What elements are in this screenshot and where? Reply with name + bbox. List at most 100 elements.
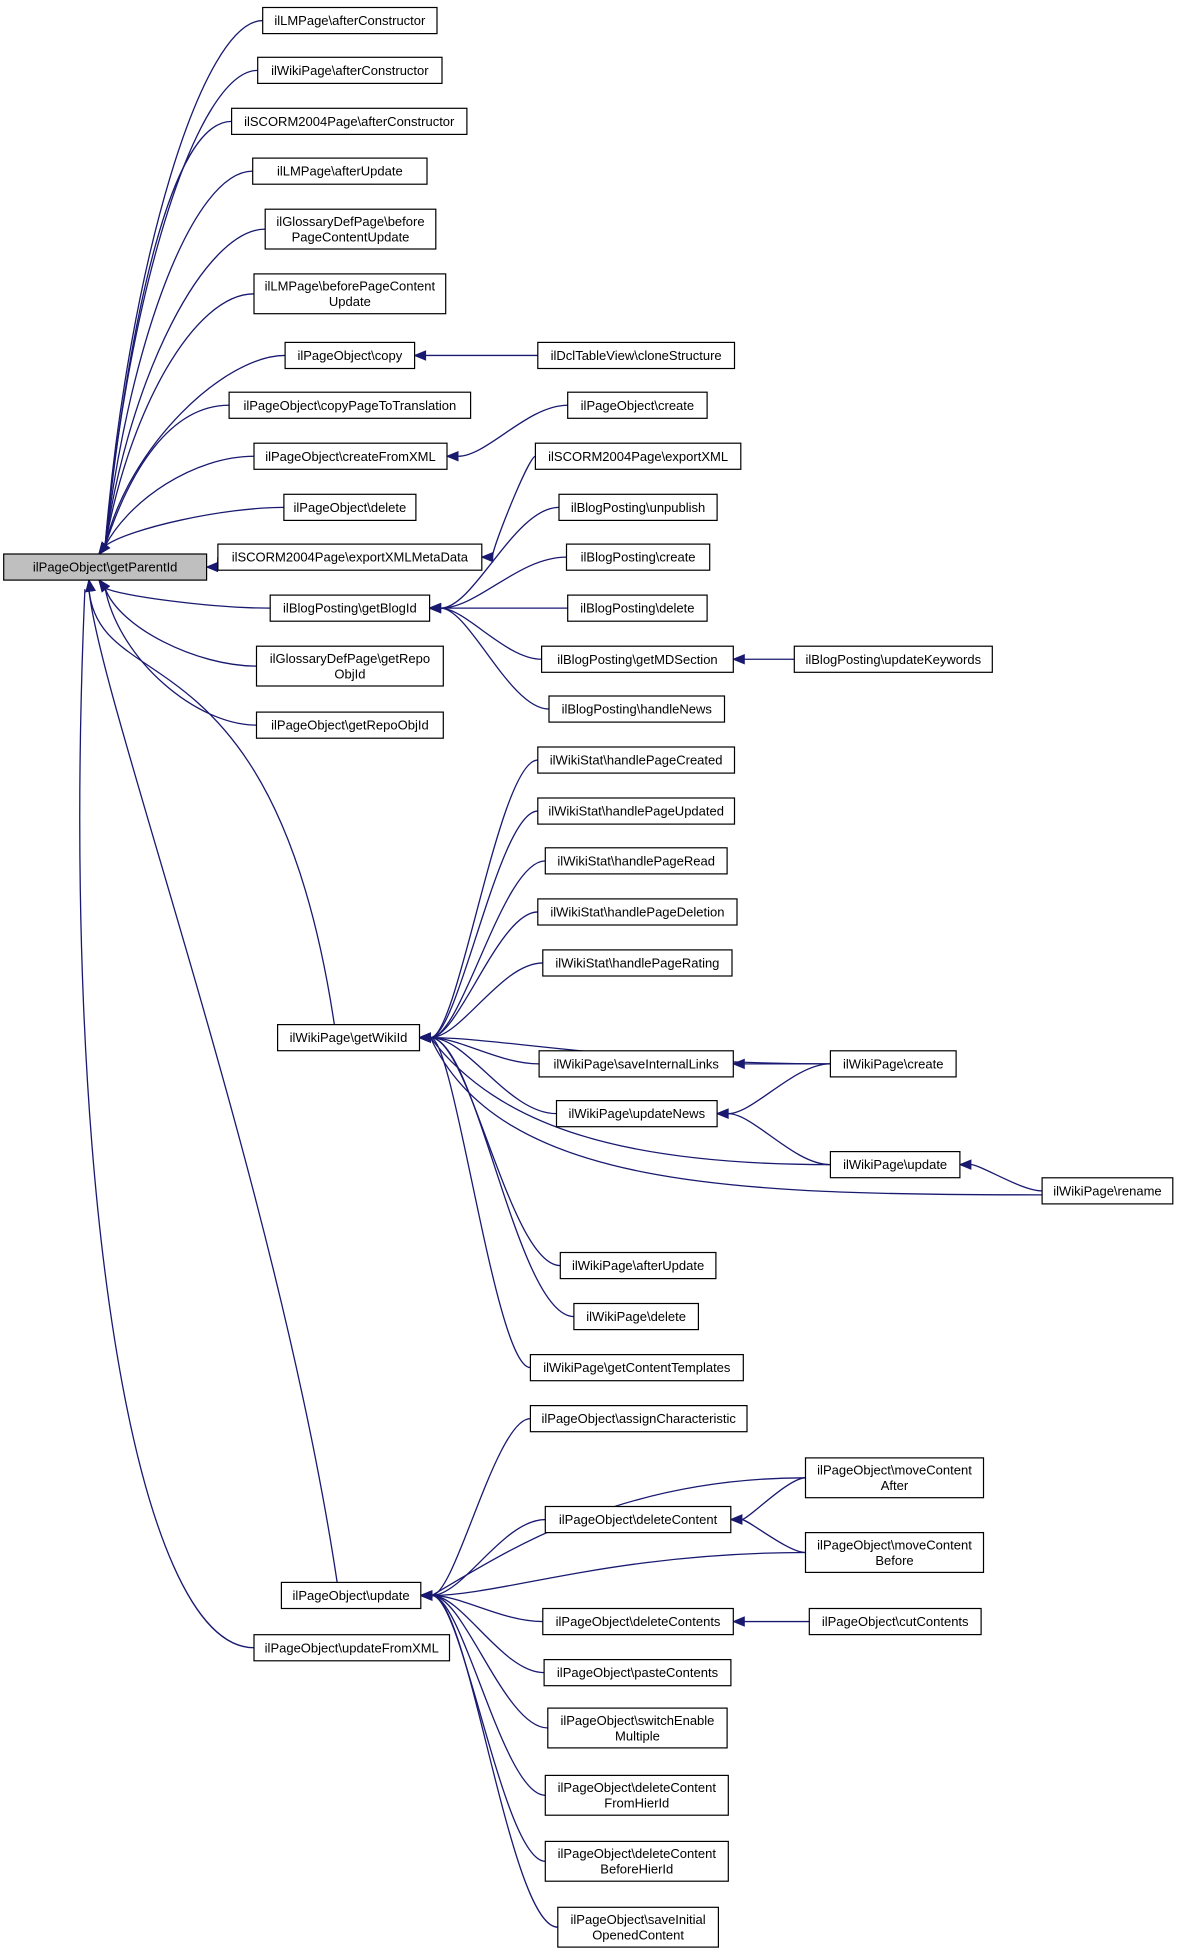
node-scorm_exportMeta[interactable]: ilSCORM2004Page\exportXMLMetaData (217, 543, 483, 571)
node-scorm_afterConstructor[interactable]: ilSCORM2004Page\afterConstructor (231, 107, 468, 136)
node-box (555, 1099, 718, 1128)
node-label: ilWikiStat\handlePageCreated (550, 753, 723, 768)
node-lm_afterUpdate[interactable]: ilLMPage\afterUpdate (252, 157, 428, 185)
edge-line (431, 1551, 806, 1597)
node-box (534, 442, 742, 470)
node-po_updateFromXML[interactable]: ilPageObject\updateFromXML (253, 1634, 451, 1662)
node-po_assign[interactable]: ilPageObject\assignCharacteristic (529, 1404, 748, 1433)
node-po_getRepo[interactable]: ilPageObject\getRepoObjId (255, 711, 444, 739)
node-wiki_updateNews[interactable]: ilWikiPage\updateNews (555, 1099, 718, 1128)
node-box (252, 157, 428, 185)
node-wiki_afterConstructor[interactable]: ilWikiPage\afterConstructor (257, 56, 443, 84)
node-lm_afterConstructor[interactable]: ilLMPage\afterConstructor (262, 6, 438, 35)
edge-po_copy-to-dcl_clone (413, 350, 538, 361)
node-po_delete[interactable]: ilPageObject\delete (283, 493, 417, 521)
node-ws_deletion[interactable]: ilWikiStat\handlePageDeletion (537, 898, 738, 926)
node-label: ilWikiPage\delete (586, 1309, 686, 1324)
node-label: ilBlogPosting\getMDSection (557, 652, 717, 667)
node-wiki_afterUpdate[interactable]: ilWikiPage\afterUpdate (559, 1251, 717, 1280)
node-box (540, 645, 734, 673)
node-po_cut[interactable]: ilPageObject\cutContents (808, 1607, 982, 1636)
node-label: ilPageObject\switchEnable (560, 1713, 714, 1728)
edge-line (430, 1037, 531, 1369)
edge-wiki_getWikiId-to-wiki_updateNews (418, 1032, 557, 1115)
edge-line (431, 1594, 543, 1623)
node-po_update[interactable]: ilPageObject\update (280, 1581, 422, 1610)
edge-wiki_getWikiId-to-ws_deletion (418, 911, 538, 1043)
node-box (280, 1581, 422, 1610)
node-box (567, 594, 708, 622)
edge-line (431, 1594, 548, 1729)
node-label: ilGlossaryDefPage\getRepo (270, 651, 430, 666)
node-label: ilPageObject\getRepoObjId (271, 718, 429, 733)
node-label: OpenedContent (592, 1927, 684, 1942)
node-blog_create[interactable]: ilBlogPosting\create (565, 543, 711, 571)
node-wiki_delete[interactable]: ilWikiPage\delete (573, 1302, 700, 1331)
arrowhead-icon (480, 551, 494, 563)
node-po_copy[interactable]: ilPageObject\copy (284, 341, 416, 370)
node-wiki_getWikiId[interactable]: ilWikiPage\getWikiId (277, 1023, 421, 1052)
node-po_deleteContent[interactable]: ilPageObject\deleteContent (544, 1505, 732, 1534)
edge-root-to-wiki_afterConstructor (98, 69, 258, 556)
node-box (283, 493, 417, 521)
node-ws_updated[interactable]: ilWikiStat\handlePageUpdated (537, 797, 736, 825)
edge-line (104, 354, 286, 547)
node-wiki_templates[interactable]: ilWikiPage\getContentTemplates (529, 1353, 744, 1382)
edge-line (457, 404, 568, 457)
edge-line (104, 404, 230, 547)
node-ws_read[interactable]: ilWikiStat\handlePageRead (544, 847, 728, 875)
node-gloss_beforeUpdate[interactable]: ilGlossaryDefPage\beforePageContentUpdat… (264, 208, 437, 250)
node-box (264, 208, 437, 250)
node-wiki_saveLinks[interactable]: ilWikiPage\saveInternalLinks (538, 1050, 734, 1078)
node-label: ilSCORM2004Page\afterConstructor (244, 114, 455, 129)
node-label: ilWikiPage\updateNews (569, 1106, 706, 1121)
node-box (542, 949, 733, 977)
node-box (255, 711, 444, 739)
edge-line (104, 587, 257, 726)
node-box (829, 1150, 961, 1179)
node-label: Multiple (615, 1728, 660, 1743)
node-blog_updateKw[interactable]: ilBlogPosting\updateKeywords (793, 645, 993, 673)
node-box (269, 594, 431, 622)
node-wiki_create[interactable]: ilWikiPage\create (829, 1050, 957, 1078)
node-label: ilPageObject\pasteContents (557, 1665, 719, 1680)
node-po_createFromXML[interactable]: ilPageObject\createFromXML (253, 442, 448, 470)
node-gloss_getRepo[interactable]: ilGlossaryDefPage\getRepoObjId (255, 645, 444, 687)
node-box (548, 695, 726, 723)
node-blog_getMD[interactable]: ilBlogPosting\getMDSection (540, 645, 734, 673)
node-root[interactable]: ilPageObject\getParentId (3, 553, 208, 581)
node-wiki_rename[interactable]: ilWikiPage\rename (1041, 1177, 1174, 1205)
node-ws_created[interactable]: ilWikiStat\handlePageCreated (537, 746, 736, 774)
node-label: After (881, 1478, 909, 1493)
node-po_paste[interactable]: ilPageObject\pasteContents (543, 1658, 732, 1687)
edge-line (79, 589, 255, 1649)
node-box (255, 645, 444, 687)
node-box (538, 1050, 734, 1078)
node-label: ilWikiPage\rename (1053, 1183, 1161, 1198)
node-po_deleteContents[interactable]: ilPageObject\deleteContents (542, 1607, 734, 1636)
edge-line (970, 1164, 1043, 1192)
node-wiki_update[interactable]: ilWikiPage\update (829, 1150, 961, 1179)
edge-root-to-blog_getBlogId (98, 579, 271, 609)
node-po_create[interactable]: ilPageObject\create (567, 391, 708, 419)
node-dcl_clone[interactable]: ilDclTableView\cloneStructure (537, 341, 736, 370)
node-label: ilWikiPage\saveInternalLinks (553, 1056, 719, 1071)
node-blog_unpublish[interactable]: ilBlogPosting\unpublish (558, 493, 718, 521)
node-blog_handleNews[interactable]: ilBlogPosting\handleNews (548, 695, 726, 723)
node-po_copyTrans[interactable]: ilPageObject\copyPageToTranslation (228, 391, 472, 419)
node-box (567, 391, 708, 419)
node-ws_rating[interactable]: ilWikiStat\handlePageRating (542, 949, 733, 977)
node-blog_delete[interactable]: ilBlogPosting\delete (567, 594, 708, 622)
arrowhead-icon (98, 541, 111, 556)
node-scorm_exportXML[interactable]: ilSCORM2004Page\exportXML (534, 442, 742, 470)
node-label: ilPageObject\deleteContent (559, 1512, 718, 1527)
node-blog_getBlogId[interactable]: ilBlogPosting\getBlogId (269, 594, 431, 622)
